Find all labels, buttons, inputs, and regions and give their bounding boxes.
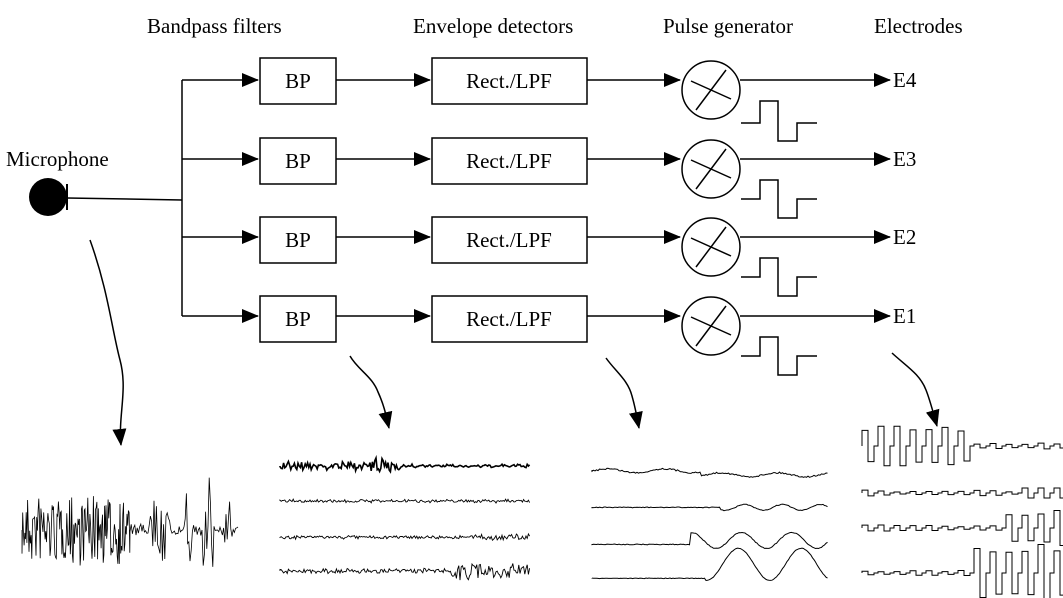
bandpass-filter-label: BP <box>285 307 311 331</box>
bandpass-filter-label: BP <box>285 149 311 173</box>
envelope-waveforms <box>591 467 828 582</box>
envelope-detector-box <box>431 137 588 185</box>
bandpass-waveforms <box>279 454 531 581</box>
pointer-arrow-electrodes <box>891 352 940 427</box>
microphone-wire <box>66 197 183 201</box>
bandpass-filter-box <box>259 57 337 105</box>
channel-row: BP Rect./LPF E1 <box>182 295 916 376</box>
envelope-trace <box>591 467 828 478</box>
multiplier-icon <box>681 296 741 356</box>
bandpass-filter-box <box>259 137 337 185</box>
electrode-label: E2 <box>893 225 916 249</box>
envelope-detector-box <box>431 295 588 343</box>
channel-row: BP Rect./LPF E3 <box>182 137 916 219</box>
biphasic-pulse-icon <box>741 336 817 376</box>
envelope-detector-label: Rect./LPF <box>466 228 552 252</box>
envelope-trace <box>591 503 828 512</box>
electrode-label: E4 <box>893 68 917 92</box>
envelope-trace <box>591 531 828 550</box>
multiplier-icon <box>681 139 741 199</box>
bandpass-filter-box <box>259 216 337 264</box>
electrode-pulse-trace <box>861 425 1063 467</box>
multiplier-icon <box>681 60 741 120</box>
envelope-detector-box <box>431 57 588 105</box>
envelope-detector-box <box>431 216 588 264</box>
pointer-arrow-bandpass <box>349 355 393 429</box>
header-envelope-detectors: Envelope detectors <box>413 14 573 38</box>
envelope-detector-label: Rect./LPF <box>466 69 552 93</box>
multiplier-icon <box>681 217 741 277</box>
microphone-icon <box>29 178 67 216</box>
pointer-arrow-envelope <box>605 357 643 429</box>
header-pulse-generator: Pulse generator <box>663 14 793 38</box>
bandpass-trace <box>279 532 530 542</box>
bandpass-filter-label: BP <box>285 228 311 252</box>
bandpass-trace <box>279 562 531 581</box>
channel-row: BP Rect./LPF E2 <box>182 216 916 297</box>
microphone-waveform-trace <box>21 477 239 567</box>
electrode-label: E3 <box>893 147 916 171</box>
header-electrodes: Electrodes <box>874 14 963 38</box>
electrode-pulse-trace <box>861 487 1063 499</box>
electrode-label: E1 <box>893 304 916 328</box>
envelope-detector-label: Rect./LPF <box>466 307 552 331</box>
pointer-arrow-microphone <box>89 239 127 446</box>
electrode-pulse-trace <box>861 509 1063 547</box>
bandpass-trace <box>279 454 531 474</box>
header-bandpass-filters: Bandpass filters <box>147 14 282 38</box>
electrode-pulse-trace <box>861 544 1063 598</box>
channel-row: BP Rect./LPF E4 <box>182 57 917 142</box>
microphone-waveform <box>21 477 239 567</box>
bandpass-filter-box <box>259 295 337 343</box>
biphasic-pulse-icon <box>741 100 817 142</box>
bandpass-trace <box>279 498 531 504</box>
electrode-waveforms <box>861 425 1063 598</box>
biphasic-pulse-icon <box>741 179 817 219</box>
envelope-detector-label: Rect./LPF <box>466 149 552 173</box>
bandpass-filter-label: BP <box>285 69 311 93</box>
biphasic-pulse-icon <box>741 257 817 297</box>
microphone-label: Microphone <box>6 147 109 171</box>
envelope-trace <box>591 547 828 582</box>
